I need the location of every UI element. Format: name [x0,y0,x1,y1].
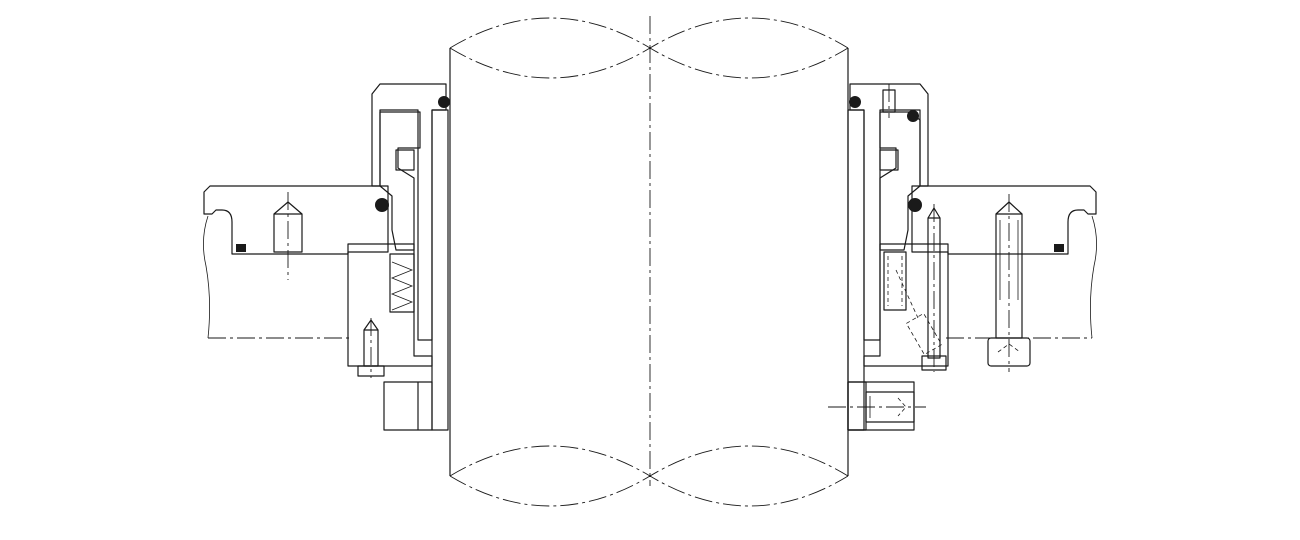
right-wall-break [1090,215,1097,339]
left-wall-break [203,215,210,339]
left-gland-plate [203,185,389,255]
left-seal-assembly [203,83,450,431]
left-set-screw-head [357,365,385,377]
shaft-top-break-upper [449,17,849,49]
right-bolt-head-socket [997,343,1021,353]
shaft [449,16,849,507]
shaft-bottom-break-upper [449,445,849,477]
right-stationary-seal-face [879,111,921,251]
right-seal-assembly [828,83,1097,431]
right-gland-gasket [1054,244,1064,252]
left-spring [390,261,414,311]
right-drive-collar [847,381,915,431]
left-drive-collar [383,381,433,431]
right-gland-plate [911,185,1097,255]
shaft-bottom-break-lower [449,475,849,507]
left-stationary-seal-face [379,111,421,251]
right-collar-end [847,381,867,431]
right-spring-holder [863,243,949,367]
left-o-ring-top [438,96,450,108]
right-angled-pin-path [895,269,919,319]
left-shaft-sleeve [431,109,449,431]
right-o-ring-mid [908,198,922,212]
right-gland-housing [849,83,929,341]
shaft-top-break-lower [449,47,849,79]
right-o-ring-top [849,96,861,108]
right-seal-face-groove [879,149,899,171]
left-seal-face-groove [395,149,415,171]
left-gland-gasket [236,244,246,252]
left-spring-pocket [389,253,415,313]
right-gland-bolt-head [987,337,1031,367]
left-spring-holder [347,243,433,367]
right-angled-pin-body [905,312,943,356]
right-spring-pocket [883,251,907,311]
left-gland-housing [371,83,447,341]
left-o-ring-mid [375,198,389,212]
right-o-ring-upper [907,110,919,122]
right-angled-pin [905,312,943,356]
